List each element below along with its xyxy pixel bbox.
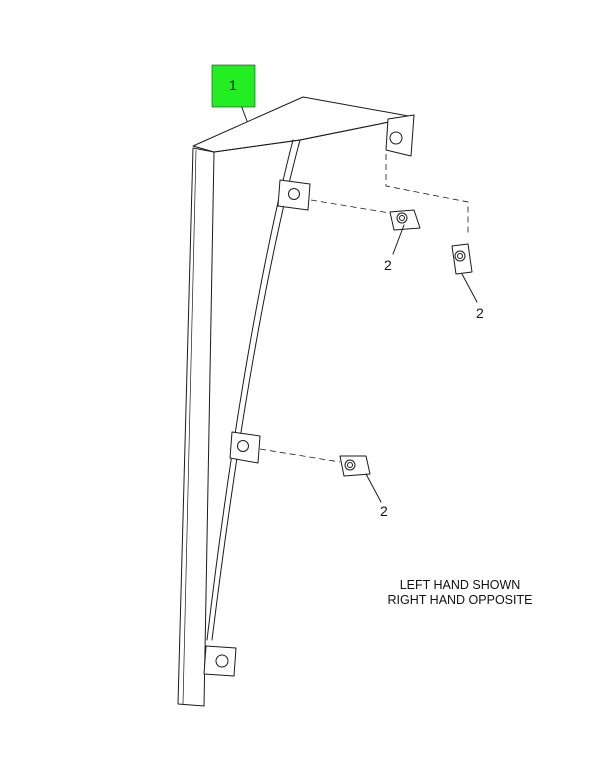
- leader-lines: [235, 91, 478, 503]
- assembly-lines: [259, 154, 469, 463]
- bracket-part: [177, 96, 415, 707]
- clip-nut-3: [339, 455, 371, 477]
- callout-2-lower: 2: [380, 503, 388, 519]
- orientation-note: LEFT HAND SHOWN RIGHT HAND OPPOSITE: [370, 578, 550, 608]
- callout-1: 1: [229, 77, 237, 93]
- note-line-1: LEFT HAND SHOWN: [399, 578, 521, 592]
- callout-1-highlight: [211, 64, 256, 108]
- clip-nut-1: [389, 209, 421, 231]
- clip-nut-2: [451, 243, 473, 275]
- note-line-2: RIGHT HAND OPPOSITE: [387, 593, 533, 607]
- callout-2-right: 2: [476, 305, 484, 321]
- callout-2-upper: 2: [384, 257, 392, 273]
